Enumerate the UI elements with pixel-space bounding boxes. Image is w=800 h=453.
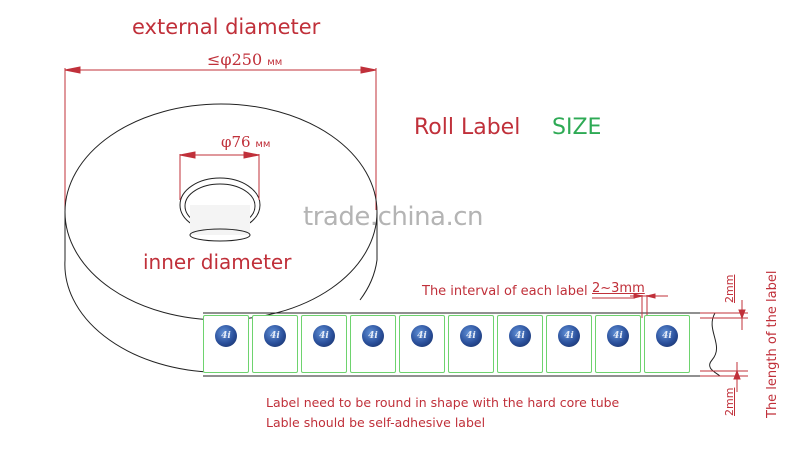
top-margin-value: 2mm	[723, 274, 736, 303]
label-item: 4i	[448, 315, 494, 373]
external-diameter-number: ≤φ250	[207, 50, 263, 69]
label-item: 4i	[301, 315, 347, 373]
logo-icon: 4i	[362, 325, 384, 347]
label-item: 4i	[350, 315, 396, 373]
inner-dimension-line	[179, 151, 260, 200]
logo-icon: 4i	[509, 325, 531, 347]
logo-icon: 4i	[313, 325, 335, 347]
label-strip: 4i 4i 4i 4i 4i 4i 4i 4i 4i 4i	[203, 315, 690, 373]
title-size: SIZE	[552, 115, 602, 140]
external-diameter-value: ≤φ250 мм	[207, 52, 282, 68]
logo-icon: 4i	[264, 325, 286, 347]
external-diameter-label: external diameter	[132, 15, 321, 39]
logo-icon: 4i	[460, 325, 482, 347]
label-strip-outline	[203, 312, 742, 377]
inner-diameter-value: φ76 мм	[221, 135, 270, 150]
label-item: 4i	[203, 315, 249, 373]
inner-diameter-unit: мм	[255, 139, 271, 150]
interval-marker	[592, 293, 668, 318]
bottom-margin-value: 2mm	[723, 387, 736, 416]
label-item: 4i	[595, 315, 641, 373]
logo-icon: 4i	[215, 325, 237, 347]
title-roll-label: Roll Label	[414, 115, 521, 140]
interval-label: The interval of each label	[422, 284, 588, 299]
external-diameter-unit: мм	[267, 57, 283, 68]
core-hole	[179, 177, 261, 242]
logo-icon: 4i	[411, 325, 433, 347]
margin-markers	[700, 300, 748, 392]
logo-icon: 4i	[656, 325, 678, 347]
label-item: 4i	[252, 315, 298, 373]
interval-value: 2~3mm	[592, 281, 645, 296]
inner-diameter-number: φ76	[221, 133, 251, 151]
inner-diameter-label: inner diameter	[143, 250, 292, 274]
label-item: 4i	[497, 315, 543, 373]
label-item: 4i	[644, 315, 690, 373]
label-length-caption: The length of the label	[765, 270, 780, 418]
watermark: trade.china.cn	[303, 202, 484, 232]
label-item: 4i	[546, 315, 592, 373]
logo-icon: 4i	[558, 325, 580, 347]
label-item: 4i	[399, 315, 445, 373]
external-dimension-line	[64, 66, 377, 210]
note-round-shape: Label need to be round in shape with the…	[266, 395, 620, 410]
logo-icon: 4i	[607, 325, 629, 347]
note-self-adhesive: Lable should be self-adhesive label	[266, 415, 486, 430]
